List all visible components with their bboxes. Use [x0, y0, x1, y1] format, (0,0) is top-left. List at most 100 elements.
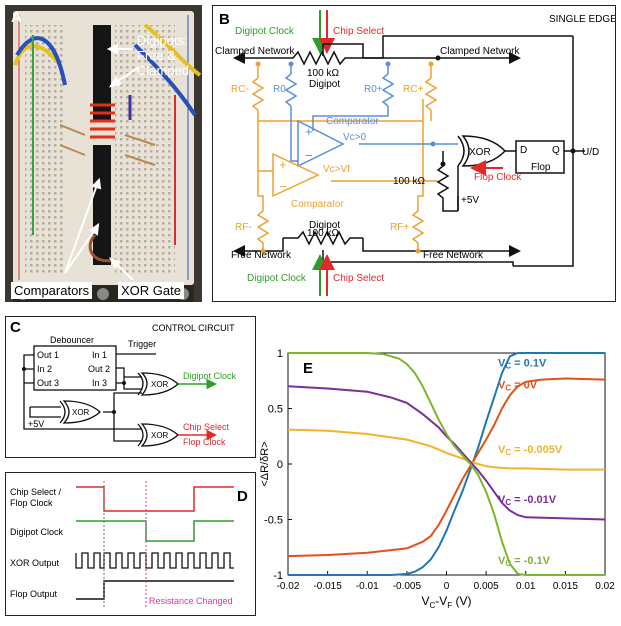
xor3-label: XOR — [151, 431, 169, 440]
x-tick-label: 0.005 — [474, 581, 499, 592]
red-jumpers — [90, 103, 115, 139]
panel-letter-b: B — [219, 11, 230, 28]
y-tick-label: 0 — [277, 459, 283, 471]
chip-select-trace — [76, 486, 234, 512]
comparator-chip — [93, 145, 111, 265]
x-tick-label: 0 — [444, 581, 450, 592]
out2-label: Out 2 — [88, 364, 110, 374]
flop-box — [515, 140, 565, 174]
pulldown-resistor — [436, 151, 459, 212]
x-axis-label-unit: (V) — [452, 594, 471, 608]
xor-gate-1 — [140, 372, 179, 396]
svg-text:−: − — [279, 179, 287, 194]
digipot-bottom-name-label: Digipot — [309, 220, 340, 231]
y-tick-label: -1 — [273, 570, 283, 582]
comparator-bottom — [272, 152, 320, 198]
x-axis-label-mid: -V — [435, 594, 447, 608]
vcvf-label: Vc>Vf — [323, 164, 350, 175]
digipot-clock-label: Digipot Clock — [183, 371, 237, 381]
timing-row-flop-clock: Flop Clock — [10, 498, 53, 508]
rc-plus-label: RC+ — [403, 84, 423, 95]
series-label-3: VC = -0.01V — [498, 494, 557, 507]
rf-minus-label: RF- — [235, 222, 252, 233]
r0-plus-label: R0+ — [364, 84, 383, 95]
comparators-label: Comparators — [11, 282, 93, 299]
out3-label: Out 3 — [37, 378, 59, 388]
r100k-label: 100 kΩ — [393, 176, 425, 187]
clamped-network-left-label: Clamped Network — [215, 46, 295, 57]
plus5v-label-c: +5V — [28, 419, 44, 429]
clamped-network-right-label: Clamped Network — [440, 46, 520, 57]
x-tick-label: -0.015 — [313, 581, 342, 592]
digipot-bottom-value-label: 100 kΩ — [307, 228, 339, 239]
flop-q-label: Q — [552, 145, 560, 156]
xor-gate-label: XOR Gate — [118, 282, 184, 299]
comparator-top-label: Comparator — [326, 116, 379, 127]
x-tick-label: 0.02 — [595, 581, 615, 592]
y-tick-label: 0.5 — [268, 404, 283, 416]
x-axis-label-sub1: C — [430, 601, 436, 610]
panel-c: C CONTROL CIRCUIT Debouncer Out 1 In 2 O… — [5, 316, 256, 458]
digipot-clock-bottom-label: Digipot Clock — [247, 273, 307, 284]
panel-letter-c: C — [10, 319, 21, 336]
flop-clock-label: Flop Clock — [474, 172, 522, 183]
digipots-label-line-2: Free & — [137, 48, 177, 63]
x-tick-label: 0.01 — [516, 581, 536, 592]
timing-row-xor-output: XOR Output — [10, 558, 60, 568]
series-line-0 — [288, 352, 605, 576]
digipot-clock-trace — [76, 520, 234, 542]
x-tick-label: -0.005 — [393, 581, 422, 592]
digipot-top-name-label: Digipot — [309, 79, 340, 90]
digipots-label-line-1: Digipots: — [137, 33, 188, 48]
plot-frame — [287, 352, 606, 576]
xor1-label: XOR — [151, 380, 169, 389]
panel-letter-d: D — [237, 488, 248, 505]
xor-gate-3 — [140, 423, 179, 447]
comparator-bottom-label: Comparator — [291, 199, 344, 210]
comparator-top — [297, 119, 345, 168]
chip-select-label-c: Chip Select — [183, 422, 230, 432]
rf-plus-label: RF+ — [390, 222, 409, 233]
digipots-label-line-3: Clamped — [137, 63, 190, 78]
control-circuit-schematic: C CONTROL CIRCUIT Debouncer Out 1 In 2 O… — [10, 319, 237, 447]
panel-d: D Chip Select / Flop Clock Digipot Clock… — [5, 472, 256, 616]
timing-row-chip-select: Chip Select / — [10, 487, 62, 497]
single-edge-schematic: + − + − B SINGLE E — [215, 10, 617, 296]
timing-row-digipot-clock: Digipot Clock — [10, 527, 64, 537]
xor-label: XOR — [469, 147, 491, 158]
timing-diagram: D Chip Select / Flop Clock Digipot Clock… — [10, 481, 248, 607]
series-label-0: VC = 0.1V — [498, 357, 547, 370]
digipot-bottom-resistor — [283, 230, 363, 246]
flop-label: Flop — [531, 162, 551, 173]
series-label-4: VC = -0.1V — [498, 555, 551, 568]
ud-label: U/D — [582, 147, 599, 158]
x-tick-label: -0.01 — [356, 581, 379, 592]
xor2-label: XOR — [72, 408, 90, 417]
y-tick-label: 1 — [277, 348, 283, 360]
series-line-1 — [287, 377, 606, 558]
svg-text:+: + — [279, 157, 287, 172]
panel-b: + − + − B SINGLE E — [212, 5, 617, 302]
xor-output-trace — [75, 552, 234, 569]
svg-text:+: + — [305, 124, 313, 139]
panel-letter-e: E — [303, 360, 313, 377]
trigger-label: Trigger — [128, 339, 156, 349]
debouncer-label: Debouncer — [50, 335, 94, 345]
vc0-label: Vc>0 — [343, 132, 367, 143]
in3-label: In 3 — [92, 378, 107, 388]
rc-minus-label: RC- — [231, 84, 249, 95]
x-axis-label: VC-VF (V) — [421, 594, 471, 610]
x-tick-label: 0.015 — [553, 581, 578, 592]
rc-network — [251, 64, 438, 251]
y-tick-label: -0.5 — [264, 515, 283, 527]
digipot-clock-top-label: Digipot Clock — [235, 26, 295, 37]
flop-clock-label-c: Flop Clock — [183, 437, 226, 447]
digipot-top-resistor — [273, 50, 363, 66]
xor-gate-2 — [62, 400, 101, 424]
series-label-1: VC = 0V — [498, 380, 538, 393]
digipots-label: Digipots: Free & Clamped — [137, 33, 189, 78]
series-line-3 — [287, 385, 606, 521]
single-edge-title: SINGLE EDGE — [549, 14, 615, 25]
resistance-changed-label: Resistance Changed — [149, 596, 233, 606]
